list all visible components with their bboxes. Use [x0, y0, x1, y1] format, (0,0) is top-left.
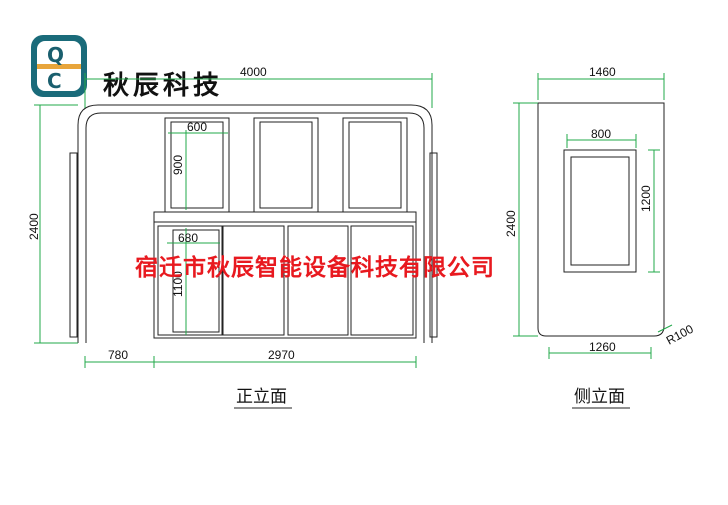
dim-left-offset: 780: [108, 348, 128, 362]
company-logo: Q C: [31, 35, 87, 97]
side-dimension-lines: [513, 73, 673, 359]
dim-side-bottom-width: 1260: [589, 340, 616, 354]
logo-letter-c: C: [47, 69, 62, 93]
front-elevation: [69, 104, 438, 343]
dim-side-window-height: 1200: [639, 185, 653, 212]
dim-window-height: 900: [171, 155, 185, 175]
dim-window-width: 600: [187, 120, 207, 134]
dim-lower-panel-height: 1100: [171, 271, 185, 297]
side-view-caption: 侧立面: [574, 387, 625, 407]
logo-letter-q: Q: [47, 43, 64, 67]
brand-name: 秋辰科技: [103, 71, 223, 101]
dim-corner-radius: R100: [664, 322, 696, 348]
dim-side-window-width: 800: [591, 127, 611, 141]
dim-cabinet-width: 2970: [268, 348, 295, 362]
front-dimension-lines: [34, 73, 433, 368]
dim-side-height: 2400: [504, 210, 518, 237]
dim-front-height: 2400: [27, 213, 41, 240]
dim-lower-panel-width: 680: [178, 231, 198, 245]
company-watermark: 宿迁市秋辰智能设备科技有限公司: [135, 254, 495, 281]
front-view-caption: 正立面: [236, 387, 287, 407]
dim-front-total-width: 4000: [240, 65, 267, 79]
dim-side-top-width: 1460: [589, 65, 616, 79]
side-elevation: [537, 102, 665, 337]
